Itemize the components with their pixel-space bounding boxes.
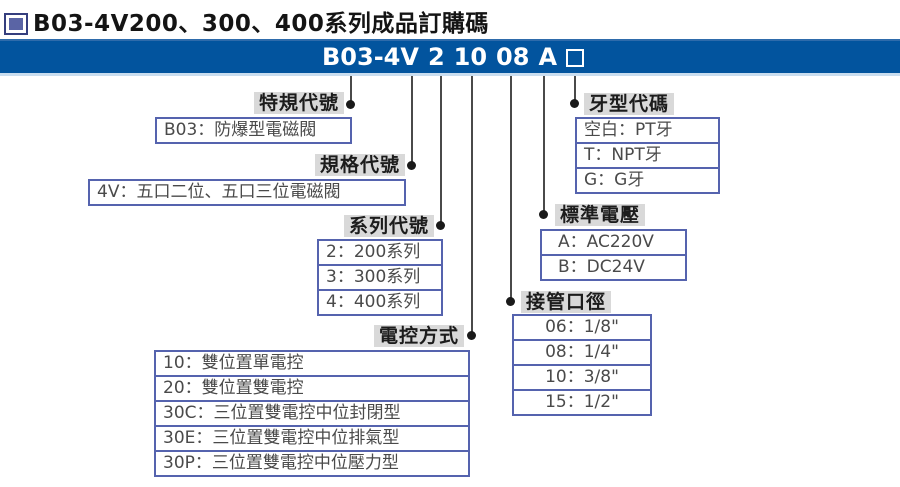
- box-special-code: B03：防爆型電磁閥: [155, 117, 352, 144]
- option-row: 30E：三位置雙電控中位排氣型: [156, 425, 468, 450]
- option-row: 2：200系列: [326, 242, 421, 262]
- square-bullet-icon: [4, 13, 28, 35]
- option-row: 空白：PT牙: [584, 120, 673, 140]
- code-segment-voltage: A: [538, 43, 558, 71]
- connector-line-voltage: [543, 76, 545, 213]
- label-port-size: 接管口徑: [521, 291, 612, 313]
- label-standard-voltage: 標準電壓: [555, 204, 646, 226]
- connector-line-spec: [411, 76, 413, 164]
- code-segment-series: 2: [427, 43, 445, 71]
- option-row: B：DC24V: [542, 254, 685, 279]
- box-spec-code: 4V：五口二位、五口三位電磁閥: [88, 179, 406, 206]
- option-row: 30P：三位置雙電控中位壓力型: [156, 450, 468, 475]
- label-series-code: 系列代號: [343, 215, 434, 237]
- connector-line-series: [440, 76, 442, 224]
- option-row: 06：1/8": [545, 317, 619, 337]
- model-code: B03-4V 2 10 08 A: [322, 43, 585, 71]
- blank-thread-code-box: [566, 49, 585, 67]
- label-control-type: 電控方式: [373, 325, 464, 347]
- page-title-row: B03-4V200、300、400系列成品訂購碼: [0, 0, 900, 39]
- label-spec-code: 規格代號: [314, 154, 405, 176]
- connector-line-control: [471, 76, 473, 334]
- option-row: B03：防爆型電磁閥: [164, 120, 317, 140]
- code-segment-control: 10: [453, 43, 488, 71]
- bullet-control: [467, 331, 476, 340]
- label-special-code: 特規代號: [253, 92, 344, 114]
- option-row: 30C：三位置雙電控中位封閉型: [156, 400, 468, 425]
- option-row: T：NPT牙: [577, 142, 718, 167]
- connector-line-port: [510, 76, 512, 300]
- bullet-special: [346, 100, 355, 109]
- box-control-type: 10：雙位置單電控 20：雙位置雙電控 30C：三位置雙電控中位封閉型 30E：…: [154, 350, 470, 477]
- connector-line-thread: [574, 76, 576, 102]
- option-row: 4V：五口二位、五口三位電磁閥: [97, 182, 341, 202]
- bullet-voltage: [539, 210, 548, 219]
- bullet-spec: [407, 161, 416, 170]
- bullet-port: [506, 297, 515, 306]
- option-row: 15：1/2": [514, 389, 650, 414]
- box-thread-code: 空白：PT牙 T：NPT牙 G：G牙: [575, 117, 720, 194]
- option-row: 20：雙位置雙電控: [156, 375, 468, 400]
- code-segment-port: 08: [496, 43, 530, 71]
- option-row: 4：400系列: [319, 289, 441, 314]
- option-row: 10：3/8": [514, 364, 650, 389]
- box-series-code: 2：200系列 3：300系列 4：400系列: [317, 239, 443, 316]
- option-row: 10：雙位置單電控: [163, 353, 304, 373]
- connector-line-special: [350, 76, 352, 103]
- option-row: G：G牙: [577, 167, 718, 192]
- bullet-series: [436, 221, 445, 230]
- option-row: A：AC220V: [558, 232, 654, 252]
- label-thread-code: 牙型代碼: [584, 93, 675, 115]
- model-code-bar: B03-4V 2 10 08 A: [0, 39, 900, 76]
- option-row: 3：300系列: [319, 264, 441, 289]
- code-segment-prefix: B03-4V: [322, 43, 419, 71]
- option-row: 08：1/4": [514, 339, 650, 364]
- box-standard-voltage: A：AC220V B：DC24V: [540, 229, 687, 281]
- page-title: B03-4V200、300、400系列成品訂購碼: [33, 11, 489, 37]
- box-port-size: 06：1/8" 08：1/4" 10：3/8" 15：1/2": [512, 314, 652, 416]
- bullet-thread: [570, 99, 579, 108]
